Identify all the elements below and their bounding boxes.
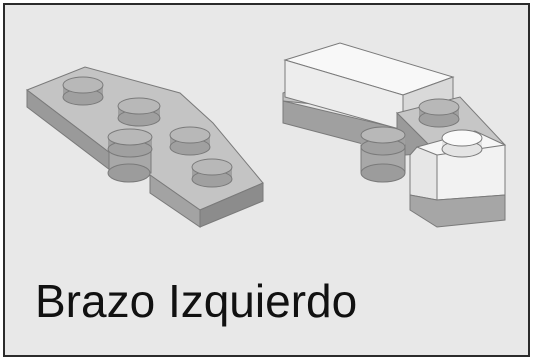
panel-frame: Brazo Izquierdo — [3, 3, 530, 357]
stud-4 — [169, 126, 211, 156]
gray-bottom-plate — [409, 194, 506, 228]
stud-white — [441, 129, 483, 158]
stud-right-hinge — [360, 126, 406, 156]
plate-side-right — [199, 182, 264, 228]
stud-right-a — [418, 98, 460, 128]
stud-1 — [62, 76, 104, 106]
build-illustrations — [25, 42, 507, 228]
gray-hinge-assembly — [25, 66, 264, 228]
white-block-front — [409, 146, 438, 201]
hinge-stud-bottom — [360, 163, 406, 183]
white-hinge-assembly — [282, 42, 507, 228]
hinge-lower-stud-bottom — [107, 163, 151, 183]
stud-3 — [107, 128, 153, 158]
step-caption: Brazo Izquierdo — [35, 275, 358, 327]
stud-2 — [117, 97, 161, 127]
stud-5 — [191, 158, 233, 188]
